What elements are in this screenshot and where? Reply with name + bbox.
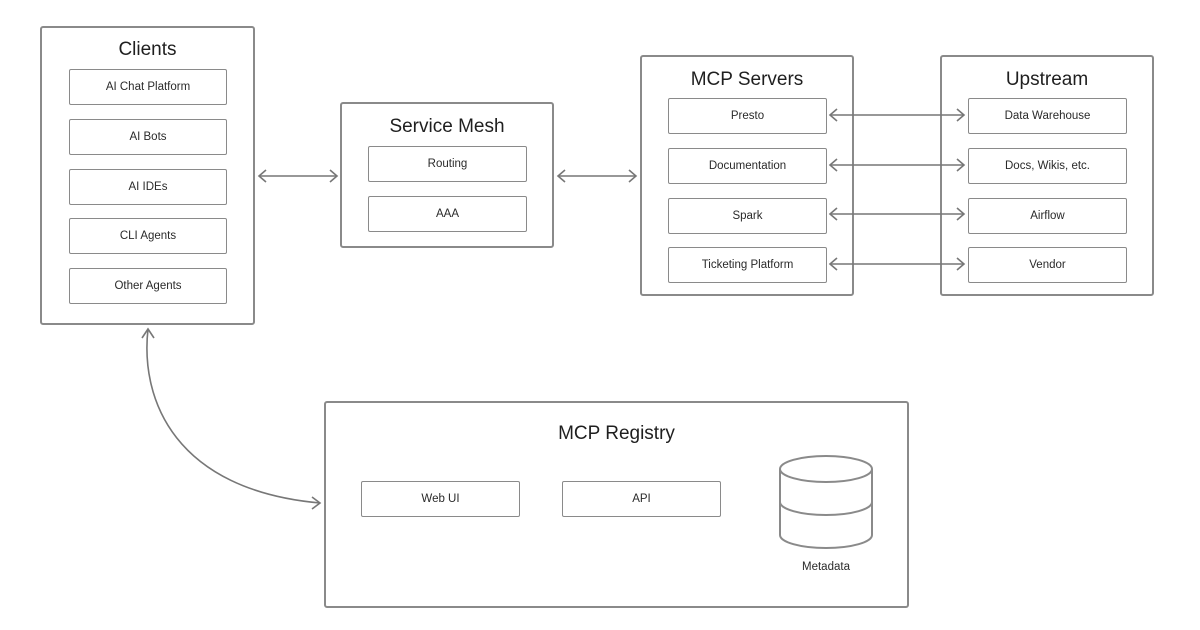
mesh-aaa[interactable]: AAA [368,196,527,232]
upstream-data-warehouse[interactable]: Data Warehouse [968,98,1127,134]
upstream-vendor[interactable]: Vendor [968,247,1127,283]
server-spark[interactable]: Spark [668,198,827,234]
upstream-group: Upstream Data Warehouse Docs, Wikis, etc… [940,55,1154,296]
client-ai-ides[interactable]: AI IDEs [69,169,227,205]
mcp-servers-title: MCP Servers [690,69,804,90]
mcp-registry-title: MCP Registry [558,423,675,444]
client-cli-agents[interactable]: CLI Agents [69,218,227,254]
arrow-clients-mesh [257,169,339,183]
arrow-mesh-servers [556,169,638,183]
mcp-servers-group: MCP Servers Presto Documentation Spark T… [640,55,854,296]
client-ai-chat-platform[interactable]: AI Chat Platform [69,69,227,105]
upstream-docs-wikis[interactable]: Docs, Wikis, etc. [968,148,1127,184]
upstream-title: Upstream [1005,69,1089,90]
client-ai-bots[interactable]: AI Bots [69,119,227,155]
server-ticketing-platform[interactable]: Ticketing Platform [668,247,827,283]
client-other-agents[interactable]: Other Agents [69,268,227,304]
clients-group: Clients AI Chat Platform AI Bots AI IDEs… [40,26,255,325]
service-mesh-group: Service Mesh Routing AAA [340,102,554,248]
upstream-airflow[interactable]: Airflow [968,198,1127,234]
mesh-routing[interactable]: Routing [368,146,527,182]
registry-web-ui[interactable]: Web UI [361,481,520,517]
service-mesh-title: Service Mesh [389,116,505,137]
clients-title: Clients [118,39,177,60]
server-presto[interactable]: Presto [668,98,827,134]
arrow-clients-registry [141,327,322,510]
server-documentation[interactable]: Documentation [668,148,827,184]
registry-api[interactable]: API [562,481,721,517]
metadata-label: Metadata [802,561,850,573]
database-icon [779,455,873,549]
